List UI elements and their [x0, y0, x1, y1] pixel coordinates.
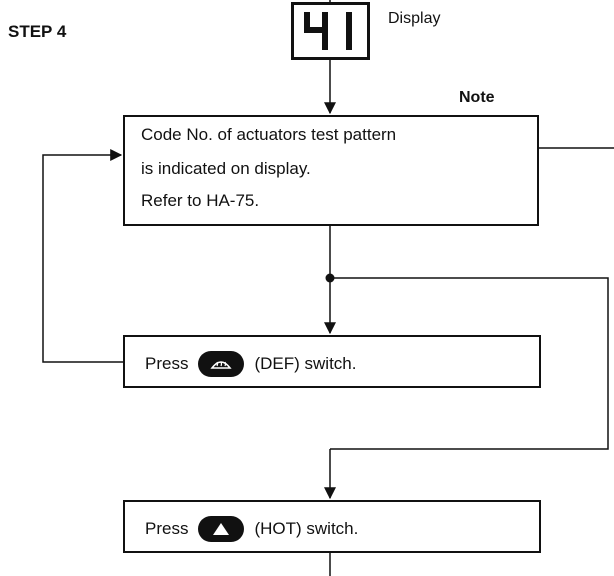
press-def-box: Press (DEF) switch. — [123, 335, 541, 388]
seven-segment-display: 41 — [291, 2, 370, 60]
display-digits — [304, 12, 352, 50]
connector-def-loop-back — [42, 149, 123, 363]
step-label: STEP 4 — [8, 22, 67, 41]
press-label: Press — [145, 519, 189, 538]
note-label: Note — [459, 89, 495, 106]
code-info-line-1: Code No. of actuators test pattern — [141, 125, 397, 144]
code-info-line-3: Refer to HA-75. — [141, 191, 260, 210]
hot-switch-text: (HOT) switch. — [254, 519, 359, 538]
defroster-icon — [198, 351, 245, 377]
press-label: Press — [145, 354, 189, 373]
code-info-line-2: is indicated on display. — [141, 159, 311, 178]
connector-junction-to-hot — [330, 277, 609, 450]
def-switch-text: (DEF) switch. — [254, 354, 357, 373]
up-triangle-icon — [198, 516, 245, 542]
code-info-box: Code No. of actuators test pattern is in… — [123, 115, 539, 226]
press-hot-box: Press (HOT) switch. — [123, 500, 541, 553]
digit-4-glyph — [304, 12, 328, 50]
digit-1-glyph — [346, 12, 352, 50]
display-caption: Display — [388, 10, 441, 27]
